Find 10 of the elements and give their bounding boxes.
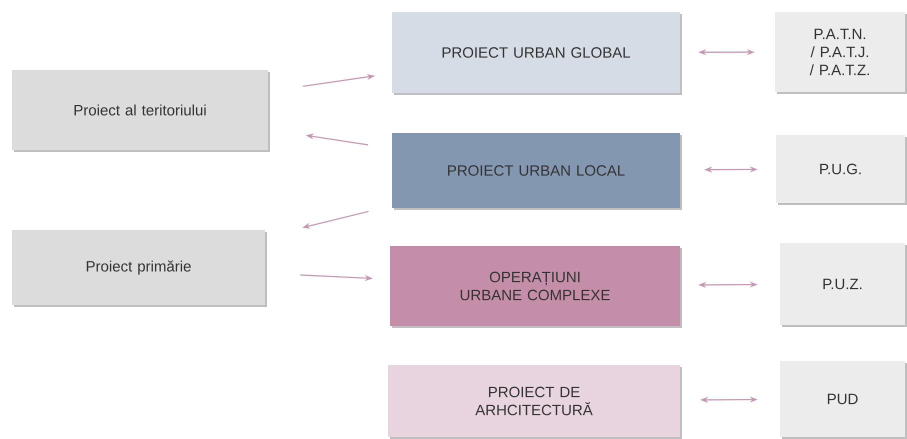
box: PUD	[780, 361, 907, 439]
box: Proiect primărie	[12, 230, 267, 307]
box: P.U.G.	[776, 135, 907, 205]
box: PROIECT DE ARHCITECTURĂ	[388, 365, 682, 439]
box: Proiect al teritoriului	[12, 70, 270, 152]
box: OPERAȚIUNI URBANE COMPLEXE	[390, 246, 682, 328]
box: P.U.Z.	[780, 243, 907, 327]
box: P.A.T.N. / P.A.T.J. / P.A.T.Z.	[775, 12, 907, 94]
box: PROIECT URBAN LOCAL	[392, 133, 682, 210]
box: PROIECT URBAN GLOBAL	[392, 12, 682, 95]
